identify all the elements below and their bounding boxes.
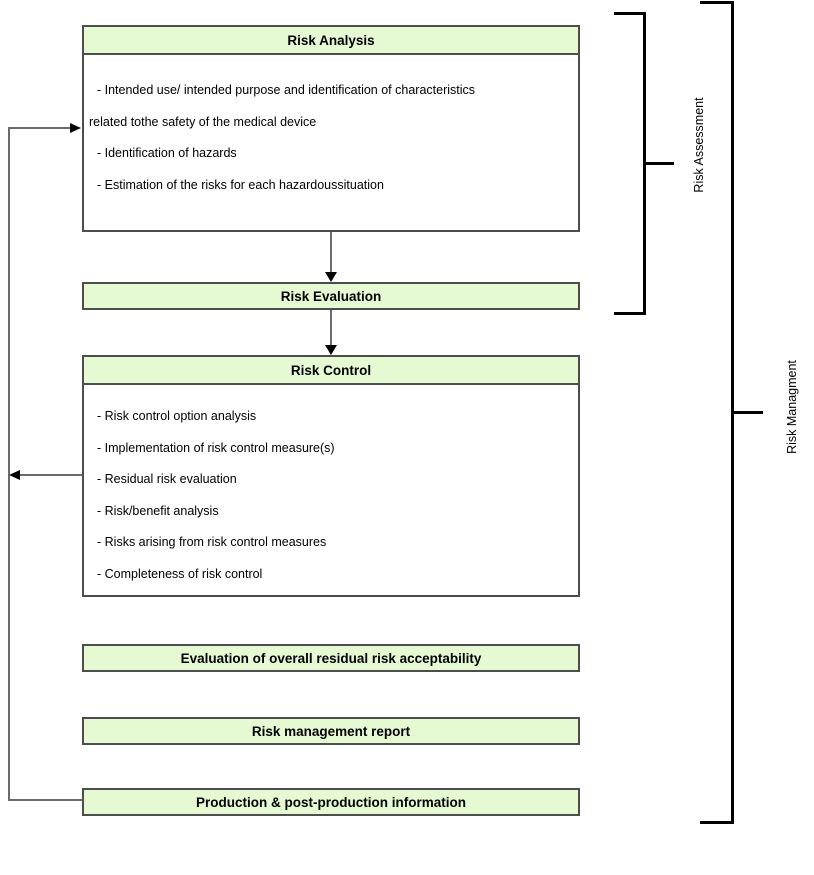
overall-residual-risk-bar: Evaluation of overall residual risk acce… [82, 644, 580, 672]
feedback-line-vertical [8, 127, 10, 801]
risk-control-item: - Residual risk evaluation [97, 472, 237, 486]
feedback-line-top [8, 127, 72, 129]
risk-analysis-body: - Intended use/ intended purpose and ide… [84, 55, 578, 201]
risk-control-header: Risk Control [84, 357, 578, 385]
risk-analysis-title: Risk Analysis [287, 32, 375, 48]
flow-line-analysis-to-evaluation [330, 232, 332, 272]
risk-assessment-label: Risk Assessment [692, 97, 706, 193]
risk-analysis-item: - Identification of hazards [97, 146, 237, 160]
production-post-production-title: Production & post-production information [196, 794, 466, 810]
risk-management-bracket-tick [734, 411, 763, 414]
risk-management-bracket-top [700, 1, 734, 4]
arrowhead-to-risk-evaluation [325, 272, 337, 282]
risk-control-item: - Risks arising from risk control measur… [97, 535, 327, 549]
risk-assessment-bracket-top [614, 12, 646, 15]
risk-control-item: - Completeness of risk control [97, 566, 263, 581]
flow-line-evaluation-to-control [330, 310, 332, 345]
risk-assessment-bracket-vertical [643, 12, 646, 315]
risk-analysis-item: - Intended use/ intended purpose and ide… [97, 83, 476, 97]
risk-management-bracket-vertical [731, 1, 734, 824]
risk-assessment-bracket-tick [646, 162, 674, 165]
production-post-production-bar: Production & post-production information [82, 788, 580, 816]
risk-control-feedback-line [20, 474, 82, 476]
overall-residual-risk-title: Evaluation of overall residual risk acce… [180, 650, 482, 666]
risk-control-title: Risk Control [290, 362, 372, 378]
arrowhead-into-risk-analysis [70, 123, 81, 133]
risk-control-item: - Risk control option analysis [97, 409, 257, 423]
risk-evaluation-title: Risk Evaluation [280, 288, 382, 304]
risk-management-report-title: Risk management report [251, 723, 411, 739]
risk-analysis-box: Risk Analysis - Intended use/ intended p… [82, 25, 580, 232]
risk-management-report-bar: Risk management report [82, 717, 580, 745]
risk-evaluation-bar: Risk Evaluation [82, 282, 580, 310]
risk-control-box: Risk Control - Risk control option analy… [82, 355, 580, 597]
risk-analysis-header: Risk Analysis [84, 27, 578, 55]
arrowhead-from-risk-control [9, 470, 20, 480]
feedback-line-bottom [8, 799, 82, 801]
risk-control-item: - Risk/benefit analysis [97, 503, 219, 518]
risk-control-item: - Implementation of risk control measure… [97, 440, 335, 455]
risk-analysis-item-continuation: related tothe safety of the medical devi… [89, 114, 317, 129]
risk-management-bracket-bottom [700, 821, 734, 824]
risk-control-body: - Risk control option analysis - Impleme… [84, 385, 578, 590]
arrowhead-to-risk-control [325, 345, 337, 355]
risk-analysis-item: - Estimation of the risks for each hazar… [97, 177, 384, 192]
risk-assessment-bracket-bottom [614, 312, 646, 315]
risk-management-label: Risk Managment [785, 360, 799, 454]
